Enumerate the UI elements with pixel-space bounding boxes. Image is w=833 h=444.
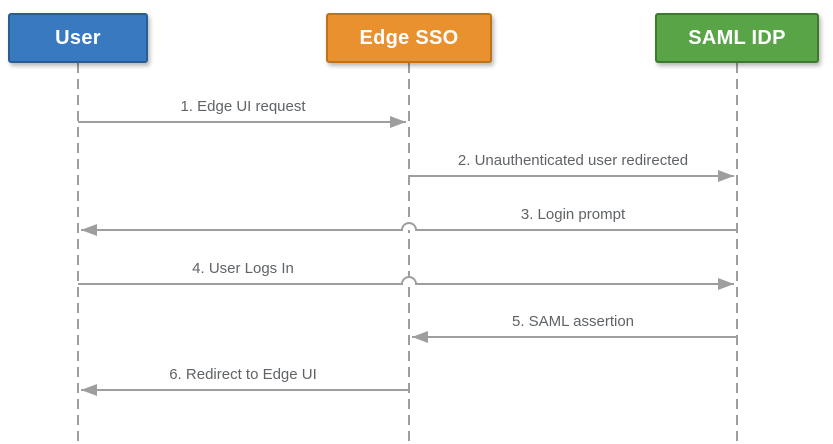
message-label-5: 5. SAML assertion: [512, 313, 634, 330]
message-arrow-4: [78, 276, 734, 290]
actor-box-edge-sso: Edge SSO: [326, 13, 492, 63]
actor-box-user: User: [8, 13, 148, 63]
message-label-6: 6. Redirect to Edge UI: [169, 366, 317, 383]
message-label-4: 4. User Logs In: [192, 260, 294, 277]
message-label-2: 2. Unauthenticated user redirected: [457, 152, 689, 169]
actor-box-saml-idp: SAML IDP: [655, 13, 819, 63]
actor-label-user: User: [55, 26, 101, 49]
message-label-1: 1. Edge UI request: [180, 98, 306, 115]
message-label-3: 3. Login prompt: [520, 206, 626, 223]
actor-label-edge-sso: Edge SSO: [359, 26, 459, 49]
actor-label-saml-idp: SAML IDP: [688, 26, 786, 49]
message-arrow-3: [81, 222, 737, 236]
